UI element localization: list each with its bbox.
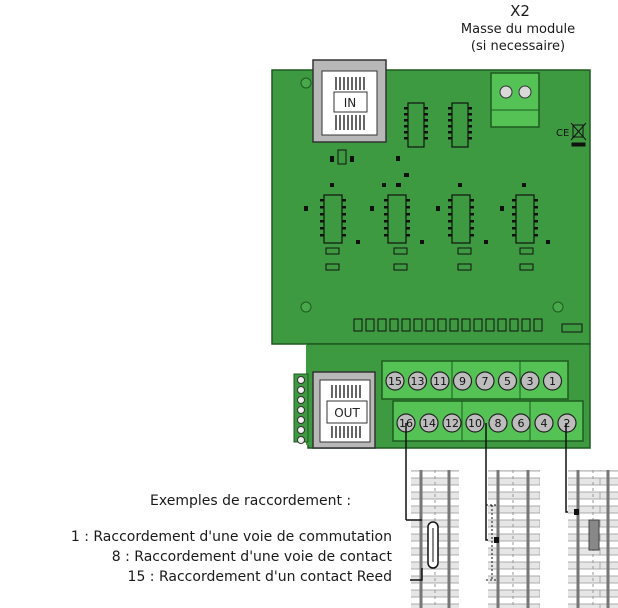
examples-title: Exemples de raccordement : <box>150 493 352 509</box>
terminal-number: 2 <box>564 417 571 430</box>
x2-description-line2: (si necessaire) <box>470 39 566 54</box>
mounting-hole <box>300 301 312 313</box>
terminal-number: 12 <box>445 417 459 430</box>
terminal-number: 7 <box>482 375 489 388</box>
terminal-number: 11 <box>433 375 447 388</box>
smd-dots <box>304 183 550 244</box>
terminal-number: 10 <box>468 417 482 430</box>
terminal-number: 15 <box>388 375 402 388</box>
terminal-number: 3 <box>527 375 534 388</box>
mounting-hole <box>552 301 564 313</box>
connector-out-label: OUT <box>334 406 360 420</box>
terminal-screw <box>430 371 450 391</box>
ic-chip <box>448 194 474 244</box>
ce-mark: CE <box>556 128 569 139</box>
legend-item-reed: 15 : Raccordement d'un contact Reed <box>127 569 392 585</box>
resistor-array <box>353 318 583 333</box>
x2-title: X2 <box>510 2 530 20</box>
terminal-screw <box>419 413 439 433</box>
examples-legend: 1 : Raccordement d'une voie de commutati… <box>0 527 392 587</box>
ic-chip <box>384 194 410 244</box>
terminal-number: 1 <box>549 375 556 388</box>
terminal-number: 6 <box>518 417 525 430</box>
rj-connector-in <box>312 59 387 143</box>
terminal-screw <box>534 413 554 433</box>
rj-connector-out <box>312 371 376 449</box>
terminal-number: 9 <box>459 375 466 388</box>
terminal-screw <box>442 413 462 433</box>
terminal-number: 8 <box>495 417 502 430</box>
terminal-number: 4 <box>541 417 548 430</box>
terminal-screw <box>511 413 531 433</box>
terminal-number: 5 <box>504 375 511 388</box>
connector-in-label: IN <box>344 96 357 110</box>
terminal-screw <box>452 371 473 391</box>
terminal-screw <box>465 413 485 433</box>
small-components <box>330 149 409 187</box>
weee-bin-icon <box>570 122 587 147</box>
legend-item-contact: 8 : Raccordement d'une voie de contact <box>111 549 392 565</box>
terminal-screw <box>488 413 508 433</box>
ic-chip <box>320 194 346 244</box>
x2-description-line1: Masse du module <box>460 22 576 37</box>
legend-item-commutation: 1 : Raccordement d'une voie de commutati… <box>70 529 392 545</box>
mounting-hole <box>300 77 312 89</box>
ic-chip <box>512 194 538 244</box>
track-reed-contact <box>406 470 459 608</box>
terminal-screw <box>497 371 518 391</box>
terminal-screw <box>520 371 540 391</box>
terminal-screw <box>407 371 428 391</box>
terminal-screw <box>385 371 405 391</box>
terminal-screw <box>557 413 577 433</box>
terminal-number: 13 <box>411 375 425 388</box>
pad-row <box>325 247 534 271</box>
track-commutation <box>568 470 618 608</box>
ic-chip <box>448 102 472 148</box>
terminal-row-top: 15 13 11 9 7 5 3 1 <box>385 371 563 391</box>
terminal-screw <box>542 371 563 391</box>
x2-terminal-block <box>490 72 540 128</box>
terminal-number: 14 <box>422 417 436 430</box>
track-contact <box>486 470 540 608</box>
ic-chip <box>404 102 428 148</box>
terminal-screw <box>475 371 495 391</box>
pin-header <box>293 373 309 444</box>
